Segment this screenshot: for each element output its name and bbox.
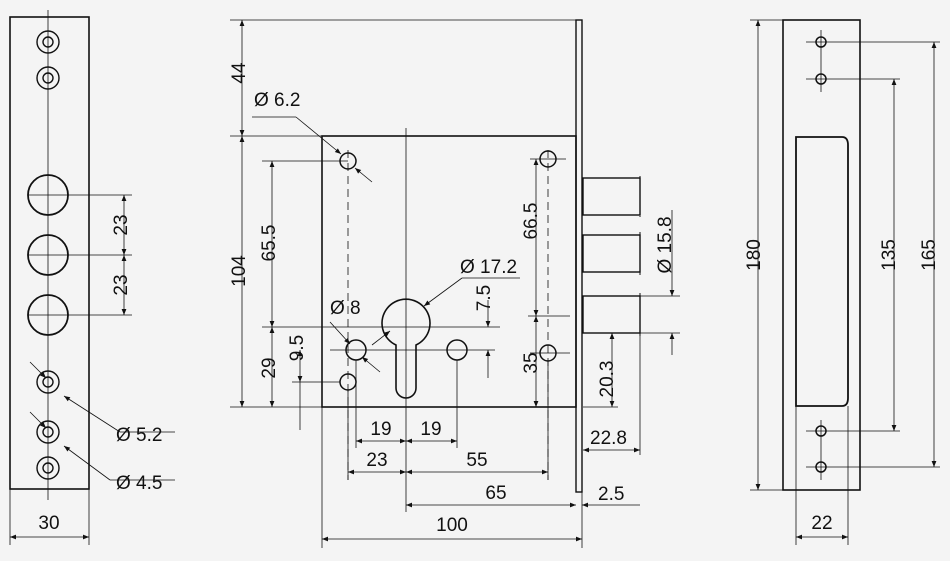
dim-plate-height: 180	[744, 239, 765, 271]
euro-cylinder-cutout	[381, 298, 431, 399]
dim-front-hole-large: Ø 5.2	[116, 425, 162, 446]
dim-front-spacing-lower: 23	[111, 274, 132, 295]
front-plate-view	[9, 10, 175, 545]
dim-span-19-right: 19	[420, 419, 441, 440]
lock-body-view	[230, 19, 680, 548]
dim-body-hole-dia: Ø 6.2	[254, 90, 300, 111]
front-plate-outline	[9, 16, 90, 490]
bolt-upper	[582, 177, 641, 216]
lock-faceplate-edge	[575, 19, 583, 493]
dim-cylinder-hole-dia: Ø 8	[330, 298, 361, 319]
strike-plate-slot	[795, 136, 849, 407]
dim-right-lower-height: 35	[521, 352, 542, 373]
front-plate-dimension-labels: 23 23 Ø 5.2 Ø 4.5 30	[38, 214, 162, 534]
dim-cylinder-offset: 9.5	[287, 335, 308, 361]
dim-span-19-left: 19	[370, 419, 391, 440]
front-screw-hole	[36, 66, 60, 90]
dim-body-top-height: 44	[229, 62, 250, 84]
dim-bolt-lower: 20.3	[597, 361, 618, 398]
front-screw-hole	[36, 30, 60, 54]
dim-lower-hole-height: 29	[259, 357, 280, 378]
dim-front-hole-small: Ø 4.5	[116, 473, 162, 494]
lock-body-dimension-labels: 44 Ø 6.2 104 65.5 29 9.5 Ø 8 Ø 17.2 7.5 …	[229, 62, 676, 536]
dim-plate-thickness: 2.5	[598, 484, 624, 505]
front-screw-hole	[36, 420, 60, 444]
dim-span-55: 55	[466, 450, 487, 471]
dim-right-hole-spacing: 66.5	[521, 203, 542, 240]
bolt-middle	[582, 234, 641, 273]
strike-plate-dimension-labels: 180 135 165 22	[744, 239, 940, 534]
dim-front-width: 30	[38, 513, 59, 534]
dim-plate-width: 22	[811, 513, 832, 534]
dim-bolt-dia: Ø 15.8	[655, 216, 676, 273]
dim-backset: 65	[485, 483, 506, 504]
dim-body-height: 104	[229, 255, 250, 287]
front-screw-hole	[36, 370, 60, 394]
front-screw-hole	[36, 456, 60, 480]
dim-left-hole-spacing: 65.5	[259, 225, 280, 262]
dim-cylinder-dia: Ø 17.2	[460, 257, 517, 278]
dim-plate-inner-165: 165	[919, 239, 940, 271]
dim-front-spacing-upper: 23	[111, 214, 132, 235]
strike-plate-outline	[782, 19, 861, 491]
strike-plate-view	[750, 19, 940, 545]
dim-cylinder-gap: 7.5	[474, 285, 495, 311]
dim-plate-inner-135: 135	[879, 239, 900, 271]
dim-bolt-projection: 22.8	[590, 428, 627, 449]
bolt-lower	[582, 295, 641, 334]
dim-span-23: 23	[366, 450, 387, 471]
dim-body-width: 100	[436, 515, 468, 536]
